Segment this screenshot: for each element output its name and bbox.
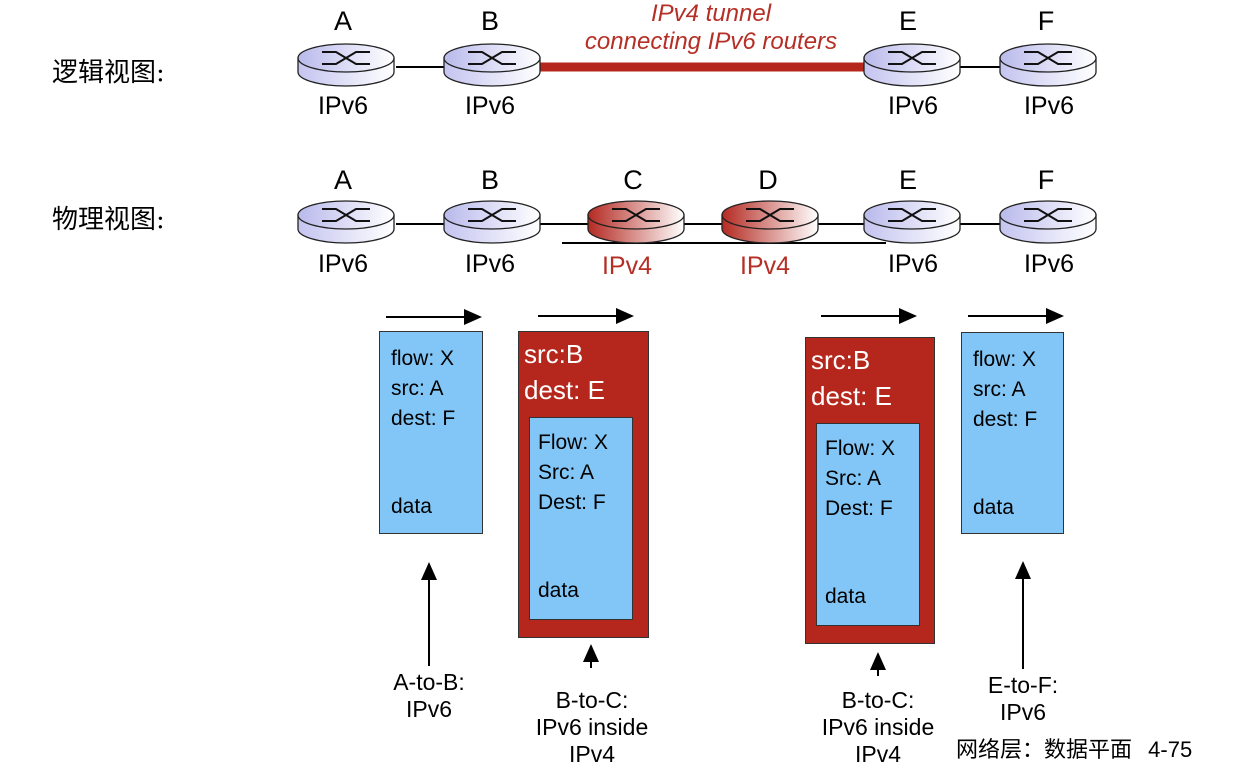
footer-title: 网络层：数据平面	[956, 738, 1133, 763]
logical-node-a-letter: A	[333, 6, 352, 36]
physical-node-d-protocol: IPv4	[739, 252, 791, 280]
packet-field-src: Src: A	[825, 467, 882, 490]
packet-field-data: data	[825, 585, 866, 608]
physical-node-e-letter: E	[898, 165, 917, 195]
slide-footer: 网络层：数据平面 4-75	[956, 732, 1192, 764]
caption-line: IPv6 inside	[821, 714, 935, 740]
inner-ipv6-packet: Flow: X Src: A Dest: F data	[529, 417, 633, 620]
router-icon-logical-f	[999, 43, 1097, 87]
packet-ipv6-e-to-f: flow: X src: A dest: F data	[961, 332, 1064, 534]
packet-ipv4-encap-b-to-c: src:B dest: E Flow: X Src: A Dest: F dat…	[518, 331, 649, 638]
packet-field-src: src: A	[391, 377, 444, 400]
tunnel-label: IPv4 tunnel connecting IPv6 routers	[546, 0, 876, 56]
packet-field-data: data	[973, 496, 1014, 519]
page-number: 4-75	[1148, 737, 1193, 762]
physical-view-label: 物理视图:	[52, 205, 165, 235]
router-icon-physical-d	[721, 200, 819, 244]
logical-node-f-letter: F	[1037, 6, 1055, 36]
packet-field-data: data	[538, 579, 579, 602]
packet-field-dest: dest: F	[973, 408, 1038, 431]
physical-node-b-letter: B	[480, 165, 499, 195]
caption-line: IPv6	[405, 696, 453, 722]
tunnel-label-line-1: IPv4 tunnel	[650, 0, 772, 27]
packet-field-flow: flow: X	[391, 347, 455, 370]
packet-field-dest: Dest: F	[825, 497, 893, 520]
outer-header-src: src:B	[524, 339, 584, 369]
packet-ipv4-encap-d-to-e: src:B dest: E Flow: X Src: A Dest: F dat…	[805, 337, 935, 644]
outer-header-dest: dest: E	[524, 375, 605, 405]
physical-node-a-protocol: IPv6	[317, 250, 369, 278]
logical-node-e-letter: E	[898, 6, 917, 36]
physical-node-a-letter: A	[333, 165, 352, 195]
caption-line: IPv6	[999, 699, 1047, 725]
outer-header-dest: dest: E	[811, 381, 892, 411]
caption-b-to-c-1: B-to-C: IPv6 inside IPv4	[510, 687, 674, 768]
physical-node-f-protocol: IPv6	[1023, 250, 1075, 278]
packet-field-dest: Dest: F	[538, 491, 606, 514]
logical-node-b-letter: B	[480, 6, 499, 36]
inner-ipv6-packet: Flow: X Src: A Dest: F data	[816, 423, 920, 626]
router-icon-logical-b	[443, 43, 541, 87]
tunnel-label-line-2: connecting IPv6 routers	[584, 28, 838, 55]
logical-node-a-protocol: IPv6	[317, 92, 369, 120]
caption-line: IPv4	[568, 741, 616, 767]
physical-node-c-letter: C	[623, 165, 643, 195]
packet-field-data: data	[391, 495, 432, 518]
router-icon-logical-e	[863, 43, 961, 87]
logical-node-f-protocol: IPv6	[1023, 92, 1075, 120]
packet-field-dest: dest: F	[391, 407, 456, 430]
caption-line: B-to-C:	[841, 687, 915, 713]
router-icon-physical-a	[297, 200, 395, 244]
caption-line: A-to-B:	[393, 669, 465, 695]
router-icon-physical-e	[863, 200, 961, 244]
physical-node-e-protocol: IPv6	[887, 250, 939, 278]
packet-field-flow: Flow: X	[538, 431, 609, 454]
router-icon-physical-b	[443, 200, 541, 244]
caption-b-to-c-2: B-to-C: IPv6 inside IPv4	[796, 687, 960, 768]
caption-line: IPv4	[854, 741, 902, 767]
physical-node-b-protocol: IPv6	[464, 250, 516, 278]
caption-line: E-to-F:	[987, 672, 1059, 698]
packet-ipv6-a-to-b: flow: X src: A dest: F data	[379, 331, 483, 534]
caption-e-to-f: E-to-F: IPv6	[958, 672, 1088, 726]
packet-field-flow: flow: X	[973, 348, 1037, 371]
logical-node-e-protocol: IPv6	[887, 92, 939, 120]
packet-field-src: src: A	[973, 378, 1026, 401]
logical-node-b-protocol: IPv6	[464, 92, 516, 120]
physical-node-c-protocol: IPv4	[601, 252, 653, 280]
physical-node-f-letter: F	[1037, 165, 1055, 195]
caption-line: B-to-C:	[555, 687, 629, 713]
router-icon-physical-f	[999, 200, 1097, 244]
caption-line: IPv6 inside	[535, 714, 649, 740]
router-icon-physical-c	[587, 200, 685, 244]
packet-field-src: Src: A	[538, 461, 595, 484]
outer-header-src: src:B	[811, 345, 871, 375]
packet-field-flow: Flow: X	[825, 437, 896, 460]
caption-a-to-b: A-to-B: IPv6	[364, 669, 494, 723]
physical-node-d-letter: D	[758, 165, 778, 195]
router-icon-logical-a	[297, 43, 395, 87]
logical-view-label: 逻辑视图:	[52, 58, 165, 88]
